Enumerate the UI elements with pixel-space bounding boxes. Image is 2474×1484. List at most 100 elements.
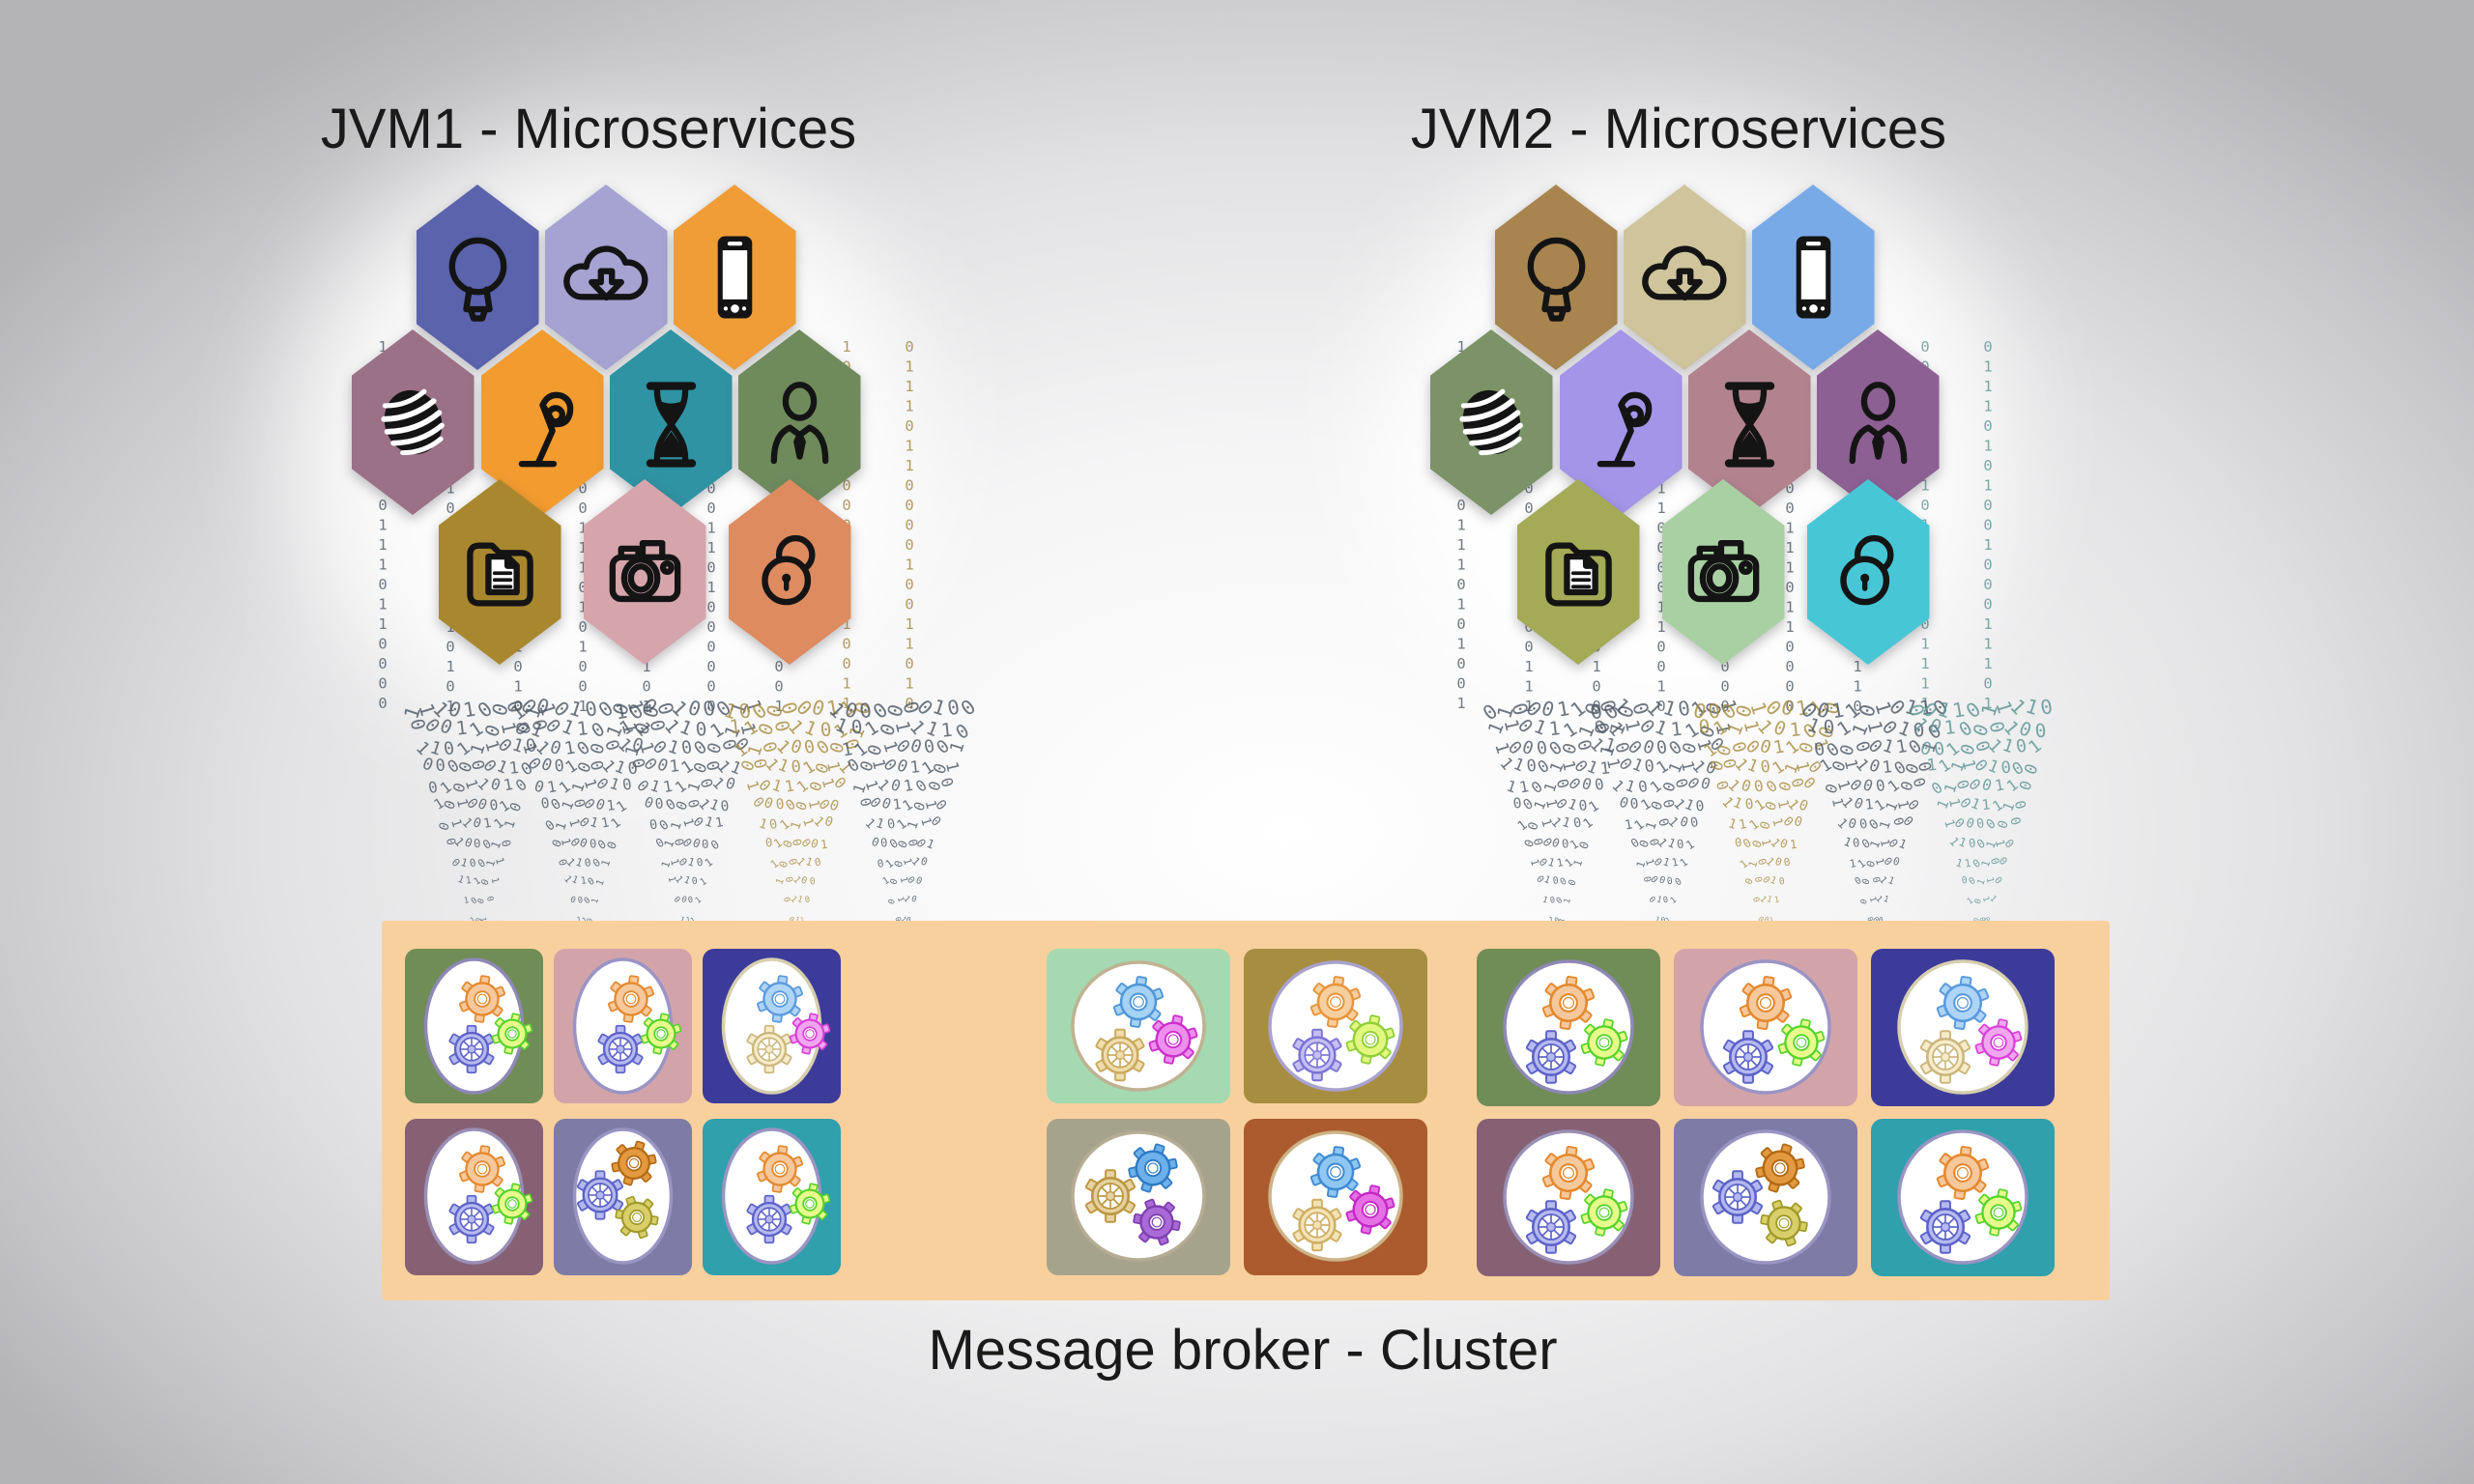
wheel-gear-icon	[1525, 1200, 1577, 1254]
broker-node-tile	[405, 949, 543, 1103]
binary-stream-row: 00000110	[641, 793, 734, 816]
gears-badge	[1071, 960, 1206, 1092]
binary-column: 0111011000010011010	[901, 338, 918, 715]
binary-stream-row: 00000100	[749, 793, 845, 816]
gears-badge	[572, 957, 682, 1095]
binary-stream-row: 00011	[1853, 873, 1898, 889]
gear-icon	[789, 1013, 831, 1055]
gear-icon	[1345, 1014, 1395, 1065]
gears-badge	[1700, 1129, 1831, 1265]
hourglass-icon	[646, 382, 696, 468]
padlock-icon	[761, 534, 816, 606]
binary-stream-row: 10100	[880, 873, 926, 889]
broker-node-tile	[1871, 1119, 2055, 1276]
gear-icon	[1541, 1146, 1596, 1200]
lightbulb-icon	[448, 237, 506, 322]
document-folder-icon	[466, 542, 533, 607]
binary-stream-row: 01000	[1534, 873, 1580, 889]
binary-column: 010110000110010	[1653, 420, 1670, 718]
desk-lamp-icon	[1597, 391, 1652, 468]
binary-stream-row: 0101	[1646, 894, 1681, 907]
gear-icon	[491, 1013, 533, 1055]
cloud-download-icon	[1641, 245, 1726, 301]
binary-stream-row: 00100011	[539, 793, 633, 816]
binary-stream-row: 0000001	[869, 834, 938, 852]
jvm2-title: JVM2 - Microservices	[1410, 98, 1947, 160]
broker-caption: Message broker - Cluster	[928, 1319, 1558, 1382]
gear-icon	[789, 1183, 831, 1225]
binary-stream-row: 0100010	[443, 834, 514, 852]
gear-icon	[1309, 1146, 1362, 1198]
gears-badge	[1897, 959, 2028, 1095]
gear-icon	[1128, 1143, 1178, 1193]
hexagon-hourglass-service	[609, 329, 733, 515]
binary-stream-row: 110100	[1737, 854, 1795, 871]
camera-icon	[609, 539, 680, 603]
wheel-gear-icon	[1292, 1028, 1342, 1082]
hexagon-hourglass-service	[1687, 329, 1811, 515]
binary-stream-row: 1011110	[757, 813, 838, 834]
gears-badge	[572, 1127, 674, 1265]
binary-stream-row: 0100001	[764, 834, 830, 852]
binary-stream-row: 1000000	[1941, 814, 2024, 834]
binary-stream-row: 11101	[665, 874, 711, 889]
gear-icon	[1936, 976, 1990, 1030]
broker-node-tile	[703, 1119, 841, 1275]
binary-stream-row: 010110	[876, 854, 932, 870]
broker-node-tile	[1244, 949, 1427, 1103]
gears-badge	[423, 1127, 533, 1265]
binary-stream-row: 00000	[1640, 874, 1686, 889]
wheel-gear-icon	[1525, 1030, 1577, 1084]
binary-stream-row: 11010000	[1608, 773, 1716, 799]
binary-stream-row: 00010	[1743, 874, 1788, 889]
gear-icon	[1309, 976, 1362, 1028]
hexagon-smartphone-service	[1751, 185, 1875, 370]
binary-stream-row: 11011110	[1827, 794, 1924, 816]
lightbulb-icon	[1527, 237, 1585, 322]
wheel-gear-icon	[1084, 1169, 1136, 1223]
binary-column: 010001110110000	[1781, 420, 1798, 718]
gear-icon	[1936, 1146, 1990, 1200]
globe-icon	[380, 388, 445, 456]
binary-stream-row: 00100110	[1616, 793, 1709, 816]
hexagon-camera-service	[583, 479, 706, 665]
gear-icon	[1580, 1018, 1628, 1067]
binary-stream-row: 0110111	[542, 813, 627, 835]
hexagon-camera-service	[1661, 479, 1785, 665]
gears-badge	[1503, 1129, 1634, 1265]
binary-stream-row: 0100000	[652, 834, 724, 853]
gear-icon	[1148, 1014, 1198, 1065]
binary-stream-row: 110111	[1633, 853, 1693, 870]
binary-stream-row: 1110100	[1624, 814, 1703, 835]
binary-stream-row: 100110	[767, 854, 825, 871]
binary-stream-row: 00110	[1961, 874, 2005, 889]
binary-stream-row: 11101	[456, 874, 502, 889]
binary-stream-row: 1001101	[1841, 834, 1911, 852]
binary-stream-row: 110100	[1848, 854, 1904, 870]
gear-icon	[458, 975, 506, 1023]
broker-node-tile	[1047, 949, 1230, 1103]
hexagon-document-folder-service	[438, 479, 561, 665]
binary-stream-row: 00011010	[855, 794, 952, 816]
wheel-gear-icon	[746, 1024, 792, 1074]
broker-node-tile	[1477, 1119, 1660, 1276]
gears-badge	[423, 957, 533, 1095]
gear-icon	[1755, 1143, 1805, 1193]
businessman-icon	[1849, 382, 1907, 465]
binary-stream-row: 11010000	[1504, 774, 1609, 798]
gear-icon	[1345, 1184, 1395, 1235]
binary-stream-row: 01111010	[633, 773, 741, 799]
binary-stream-row: 0001101	[1627, 834, 1699, 853]
gear-icon	[1112, 976, 1165, 1028]
wheel-gear-icon	[1722, 1030, 1774, 1084]
document-folder-icon	[1544, 542, 1612, 607]
gear-icon	[607, 975, 655, 1023]
gear-icon	[1777, 1018, 1826, 1067]
binary-stream-row: 01011010	[426, 773, 533, 798]
binary-stream-row: 0000010	[1521, 835, 1593, 852]
broker-node-tile	[1244, 1119, 1427, 1275]
binary-stream-row: 1110100	[1726, 813, 1807, 834]
hexagon-lightbulb-service	[1494, 185, 1618, 370]
binary-stream-row: 0111	[1858, 894, 1892, 907]
